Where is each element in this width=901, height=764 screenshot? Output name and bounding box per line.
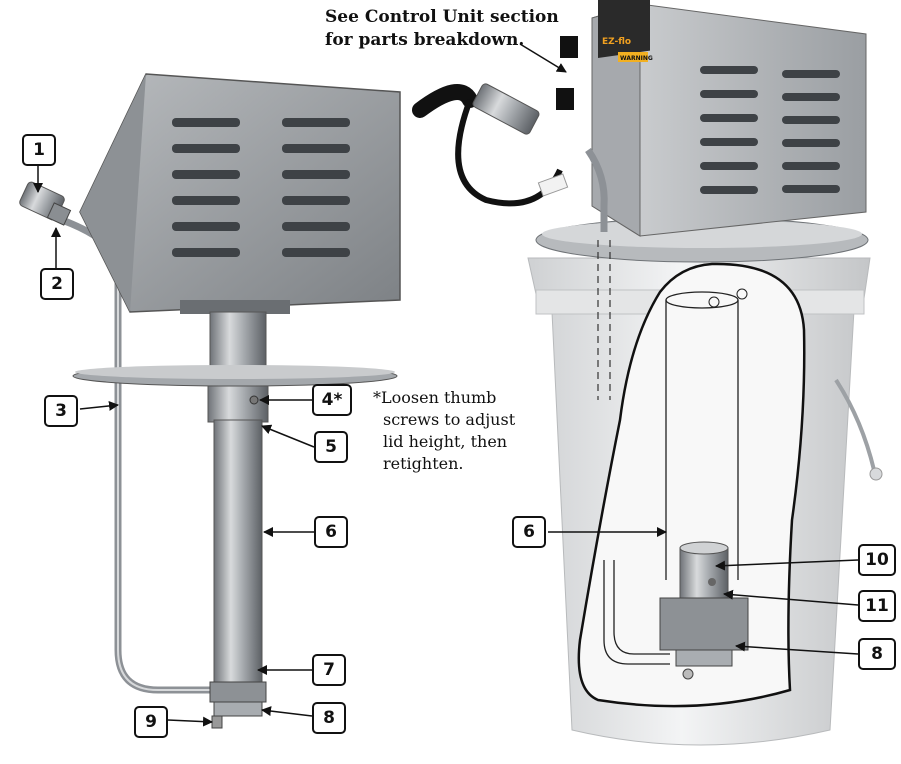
callout-8-left: 8 xyxy=(312,702,346,734)
callout-11: 11 xyxy=(858,590,896,622)
callout-7: 7 xyxy=(312,654,346,686)
vent-louvers xyxy=(172,118,350,257)
left-pump-assembly xyxy=(19,73,401,729)
thumb-screw-note-line-1: *Loosen thumb xyxy=(373,388,497,407)
control-unit-note: See Control Unit section for parts break… xyxy=(325,6,585,52)
leader-lines xyxy=(33,43,859,727)
motor-tube xyxy=(209,311,267,373)
cord-connector xyxy=(472,83,540,135)
bucket-handle xyxy=(834,378,876,471)
thumb-screw-note-line-3: lid height, then xyxy=(383,432,508,451)
callout-4: 4* xyxy=(312,384,352,416)
pump-head-render xyxy=(659,541,749,680)
power-switch xyxy=(556,88,574,110)
callout-5: 5 xyxy=(314,431,348,463)
callout-10: 10 xyxy=(858,544,896,576)
callout-6-left: 6 xyxy=(314,516,348,548)
warning-label: WARNING xyxy=(620,55,653,62)
height-collar xyxy=(207,385,269,423)
callout-8-right: 8 xyxy=(858,638,896,670)
callout-9: 9 xyxy=(134,706,168,738)
thumb-screw-note-line-4: retighten. xyxy=(383,454,464,473)
control-unit-note-line-1: See Control Unit section xyxy=(325,7,559,27)
pump-tube xyxy=(213,419,263,683)
thumb-screw-note: *Loosen thumb screws to adjust lid heigh… xyxy=(373,387,533,475)
brand-logo: EZ-flo xyxy=(602,37,631,47)
pump-base xyxy=(209,681,267,703)
callout-3: 3 xyxy=(44,395,78,427)
control-unit-note-line-2: for parts breakdown. xyxy=(325,30,525,50)
callout-2: 2 xyxy=(40,268,74,300)
top-switch xyxy=(560,36,578,58)
control-panel-label xyxy=(598,0,650,58)
callout-1: 1 xyxy=(22,134,56,166)
thumb-screw-note-line-2: screws to adjust xyxy=(383,410,516,429)
right-bucket-assembly: EZ-flo WARNING xyxy=(412,0,883,746)
callout-6-right: 6 xyxy=(512,516,546,548)
power-cord xyxy=(412,84,478,118)
right-vent-louvers xyxy=(700,66,840,194)
delivery-tube xyxy=(114,258,222,694)
filter-screen xyxy=(211,715,223,729)
